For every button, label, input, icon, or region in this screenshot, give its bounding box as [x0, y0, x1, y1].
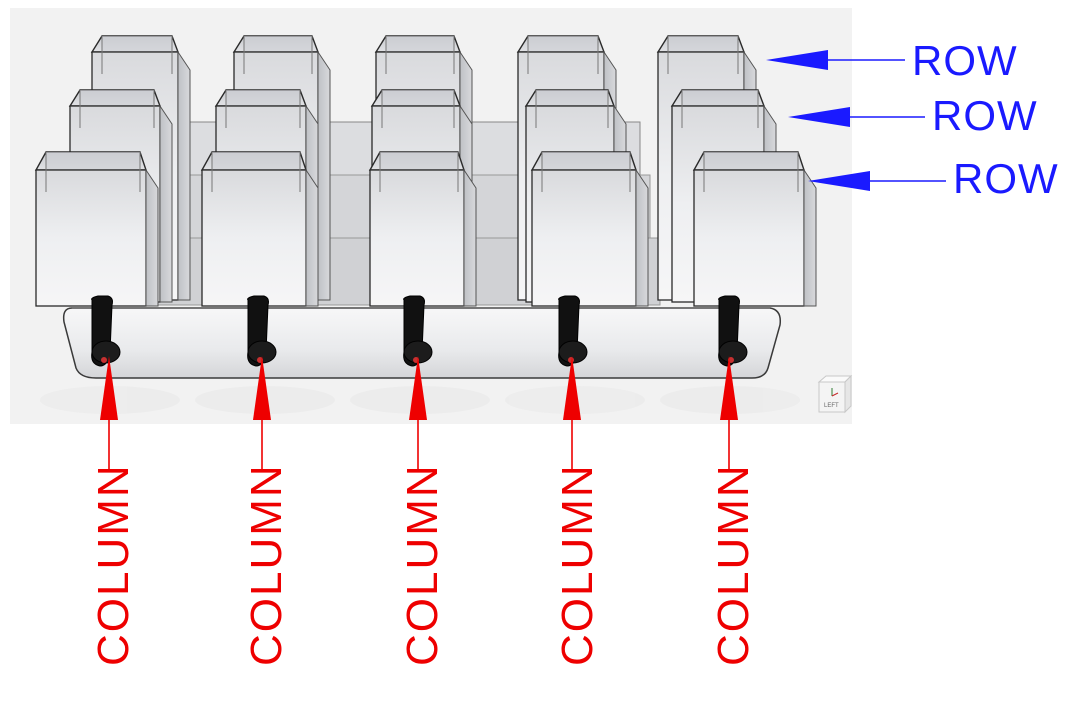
view-cube-label: LEFT [824, 403, 839, 409]
column-arrow-4 [563, 356, 581, 470]
column-label-2: COLUMN [242, 463, 291, 666]
hanger-clip-3 [403, 295, 433, 367]
column-label-1: COLUMN [89, 463, 138, 666]
hanger-clip-5 [718, 295, 748, 367]
row-arrow-group [766, 50, 946, 191]
hanger-clip-2 [247, 295, 277, 367]
row-label-1: ROW [912, 37, 1018, 84]
column-arrow-5 [720, 356, 738, 470]
bin-grid [34, 35, 817, 307]
column-label-5: COLUMN [709, 463, 758, 666]
row-arrow-3 [808, 171, 946, 191]
bin-r3-c2 [200, 151, 319, 307]
clip-group [91, 295, 748, 367]
column-arrow-group [100, 356, 738, 470]
hanger-clip-1 [91, 295, 121, 367]
hanger-clip-4 [558, 295, 588, 367]
bin-r3-c4 [530, 151, 649, 307]
column-label-4: COLUMN [553, 463, 602, 666]
bin-r3-c5 [692, 151, 817, 307]
row-label-2: ROW [932, 92, 1038, 139]
row-arrow-1 [766, 50, 905, 70]
column-arrow-1 [100, 356, 118, 470]
row-arrow-2 [788, 107, 925, 127]
column-arrow-2 [253, 356, 271, 470]
view-cube-icon[interactable] [817, 374, 853, 414]
column-label-3: COLUMN [398, 463, 447, 666]
bin-r3-c1 [34, 151, 159, 307]
row-label-3: ROW [953, 155, 1059, 202]
bin-r3-c3 [368, 151, 477, 307]
column-arrow-3 [409, 356, 427, 470]
